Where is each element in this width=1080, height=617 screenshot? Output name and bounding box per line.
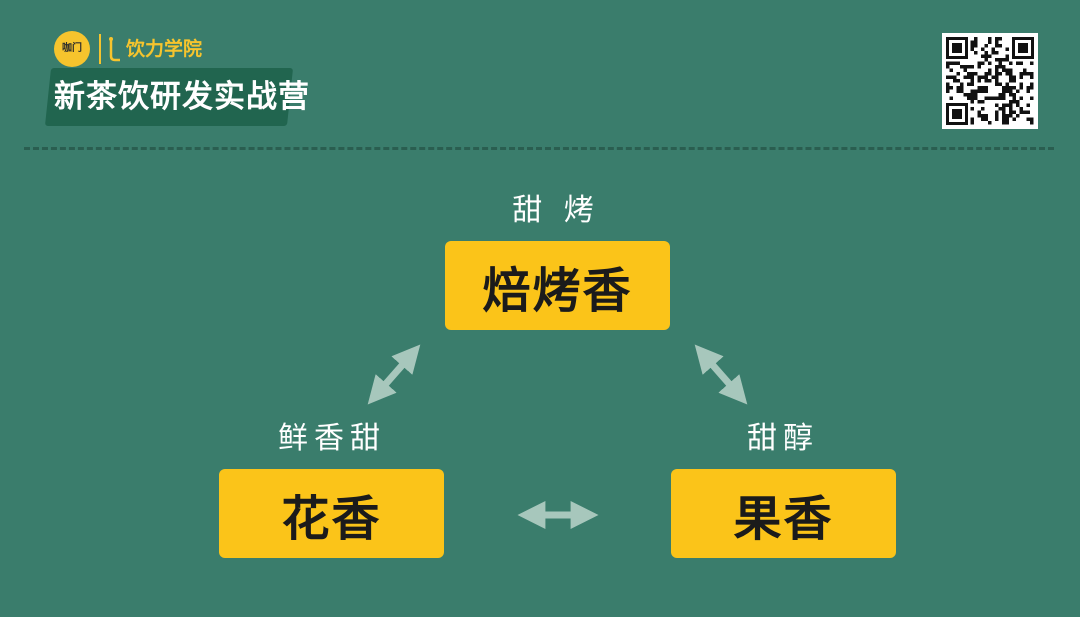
top-box: 焙烤香 bbox=[445, 241, 670, 330]
right-box: 果香 bbox=[671, 469, 896, 558]
academy-logo: 饮力学院 bbox=[108, 34, 202, 64]
pen-icon bbox=[109, 37, 120, 62]
academy-name: 饮力学院 bbox=[126, 38, 203, 60]
double-arrow-icon bbox=[694, 344, 748, 405]
dashed-divider bbox=[24, 147, 1054, 150]
logo-separator bbox=[99, 34, 101, 64]
left-label: 鲜香甜 bbox=[278, 421, 386, 456]
right-label: 甜醇 bbox=[747, 421, 819, 456]
top-label: 甜 烤 bbox=[512, 193, 600, 228]
double-arrow-icon bbox=[367, 344, 421, 405]
page-title: 新茶饮研发实战营 bbox=[54, 79, 310, 115]
left-box: 花香 bbox=[219, 469, 444, 558]
logo-icon: 咖门 bbox=[54, 31, 90, 67]
logo-text: 咖门 bbox=[62, 43, 82, 54]
qr-code-icon bbox=[942, 33, 1038, 129]
